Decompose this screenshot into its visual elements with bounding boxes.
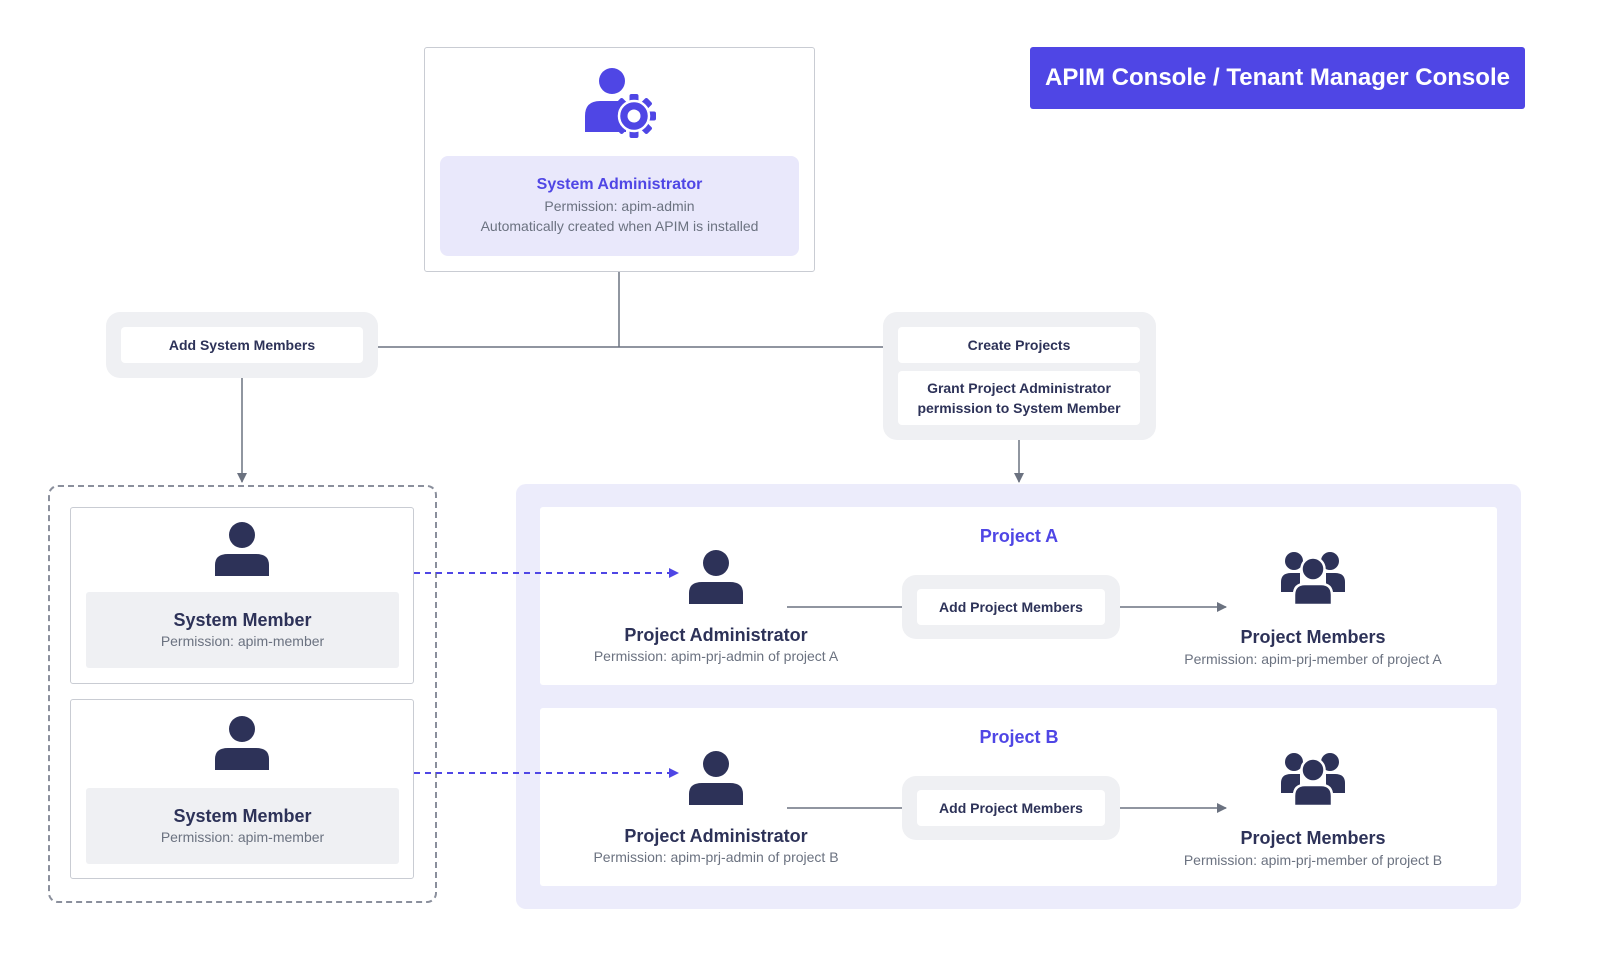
project-a-admin-title: Project Administrator xyxy=(624,625,808,645)
project-b-members-permission: Permission: apim-prj-member of project B xyxy=(1183,852,1443,868)
system-admin-title: System Administrator xyxy=(536,176,703,193)
system-member-title: System Member xyxy=(173,609,312,630)
system-admin-info: System Administrator Permission: apim-ad… xyxy=(440,156,799,256)
project-b-admin-title: Project Administrator xyxy=(624,826,808,846)
create-projects-group: Create Projects Grant Project Administra… xyxy=(883,312,1156,440)
user-icon xyxy=(215,716,269,770)
create-projects-button[interactable]: Create Projects xyxy=(898,327,1140,363)
project-a-members-permission: Permission: apim-prj-member of project A xyxy=(1184,651,1442,667)
grant-project-admin-button[interactable]: Grant Project Administrator permission t… xyxy=(898,371,1140,425)
console-badge: APIM Console / Tenant Manager Console xyxy=(1030,47,1525,109)
project-a-admin-permission: Permission: apim-prj-admin of project A xyxy=(593,648,839,664)
system-admin-note: Automatically created when APIM is insta… xyxy=(480,218,759,234)
user-icon xyxy=(215,522,269,576)
project-b-title: Project B xyxy=(979,727,1059,747)
project-b-admin-permission: Permission: apim-prj-admin of project B xyxy=(593,849,839,865)
system-admin-permission: Permission: apim-admin xyxy=(544,198,695,214)
system-member-info: System Member Permission: apim-member xyxy=(86,788,399,864)
project-a-title: Project A xyxy=(979,526,1059,546)
users-group-icon xyxy=(1281,753,1345,807)
project-b-members-title: Project Members xyxy=(1240,828,1386,848)
users-group-icon xyxy=(1281,552,1345,606)
project-b-add-members-button[interactable]: Add Project Members xyxy=(917,790,1105,826)
system-members-group xyxy=(48,485,437,903)
project-b-add-members-group: Add Project Members xyxy=(902,776,1120,840)
system-member-title: System Member xyxy=(173,805,312,826)
project-a-add-members-button[interactable]: Add Project Members xyxy=(917,589,1105,625)
user-icon xyxy=(689,550,743,604)
add-system-members-group: Add System Members xyxy=(106,312,378,378)
user-icon xyxy=(689,751,743,805)
project-a-members-title: Project Members xyxy=(1240,627,1386,647)
system-member-permission: Permission: apim-member xyxy=(160,828,325,845)
system-member-info: System Member Permission: apim-member xyxy=(86,592,399,668)
project-a-add-members-group: Add Project Members xyxy=(902,575,1120,639)
user-gear-icon xyxy=(585,68,656,138)
add-system-members-button[interactable]: Add System Members xyxy=(121,327,363,363)
system-member-permission: Permission: apim-member xyxy=(160,632,325,649)
